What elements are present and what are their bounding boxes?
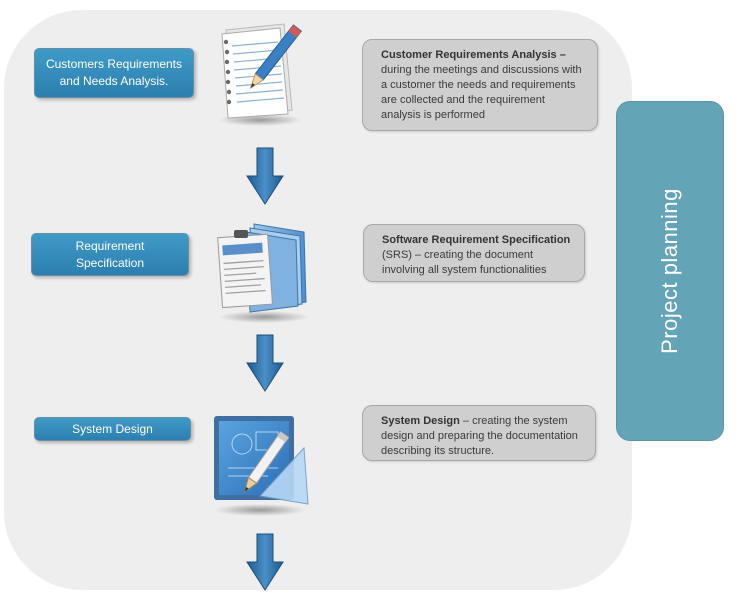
stage-label: Customers Requirements and Needs Analysi… [45, 57, 183, 88]
description-body: (SRS) – creating the document involving … [382, 249, 547, 276]
description-system-design: System Design – creating the system desi… [362, 405, 596, 461]
description-title: Customer Requirements Analysis – [381, 49, 566, 61]
description-title: System Design [381, 415, 460, 427]
folder-documents-icon [217, 223, 309, 323]
description-requirement-specification: Software Requirement Specification (SRS)… [363, 224, 585, 282]
stage-box-system-design[interactable]: System Design [34, 417, 191, 441]
down-arrow-1 [246, 147, 284, 205]
down-arrow-3 [246, 533, 284, 591]
stage-label: Requirement Specification [75, 238, 145, 270]
stage-box-customer-requirements[interactable]: Customers Requirements and Needs Analysi… [34, 48, 194, 98]
blueprint-pencil-icon [214, 416, 309, 516]
document-pencil-icon [218, 23, 303, 126]
description-body: during the meetings and discussions with… [381, 64, 582, 121]
down-arrow-2 [246, 334, 284, 392]
description-title: Software Requirement Specification [382, 234, 571, 246]
stage-label: System Design [72, 421, 153, 436]
description-customer-requirements: Customer Requirements Analysis – during … [362, 39, 598, 131]
project-planning-label: Project planning [657, 188, 682, 354]
description-body: – creating the system design and prepari… [381, 415, 578, 457]
stage-box-requirement-specification[interactable]: Requirement Specification [31, 233, 189, 276]
project-planning-box: Project planning [616, 101, 724, 441]
